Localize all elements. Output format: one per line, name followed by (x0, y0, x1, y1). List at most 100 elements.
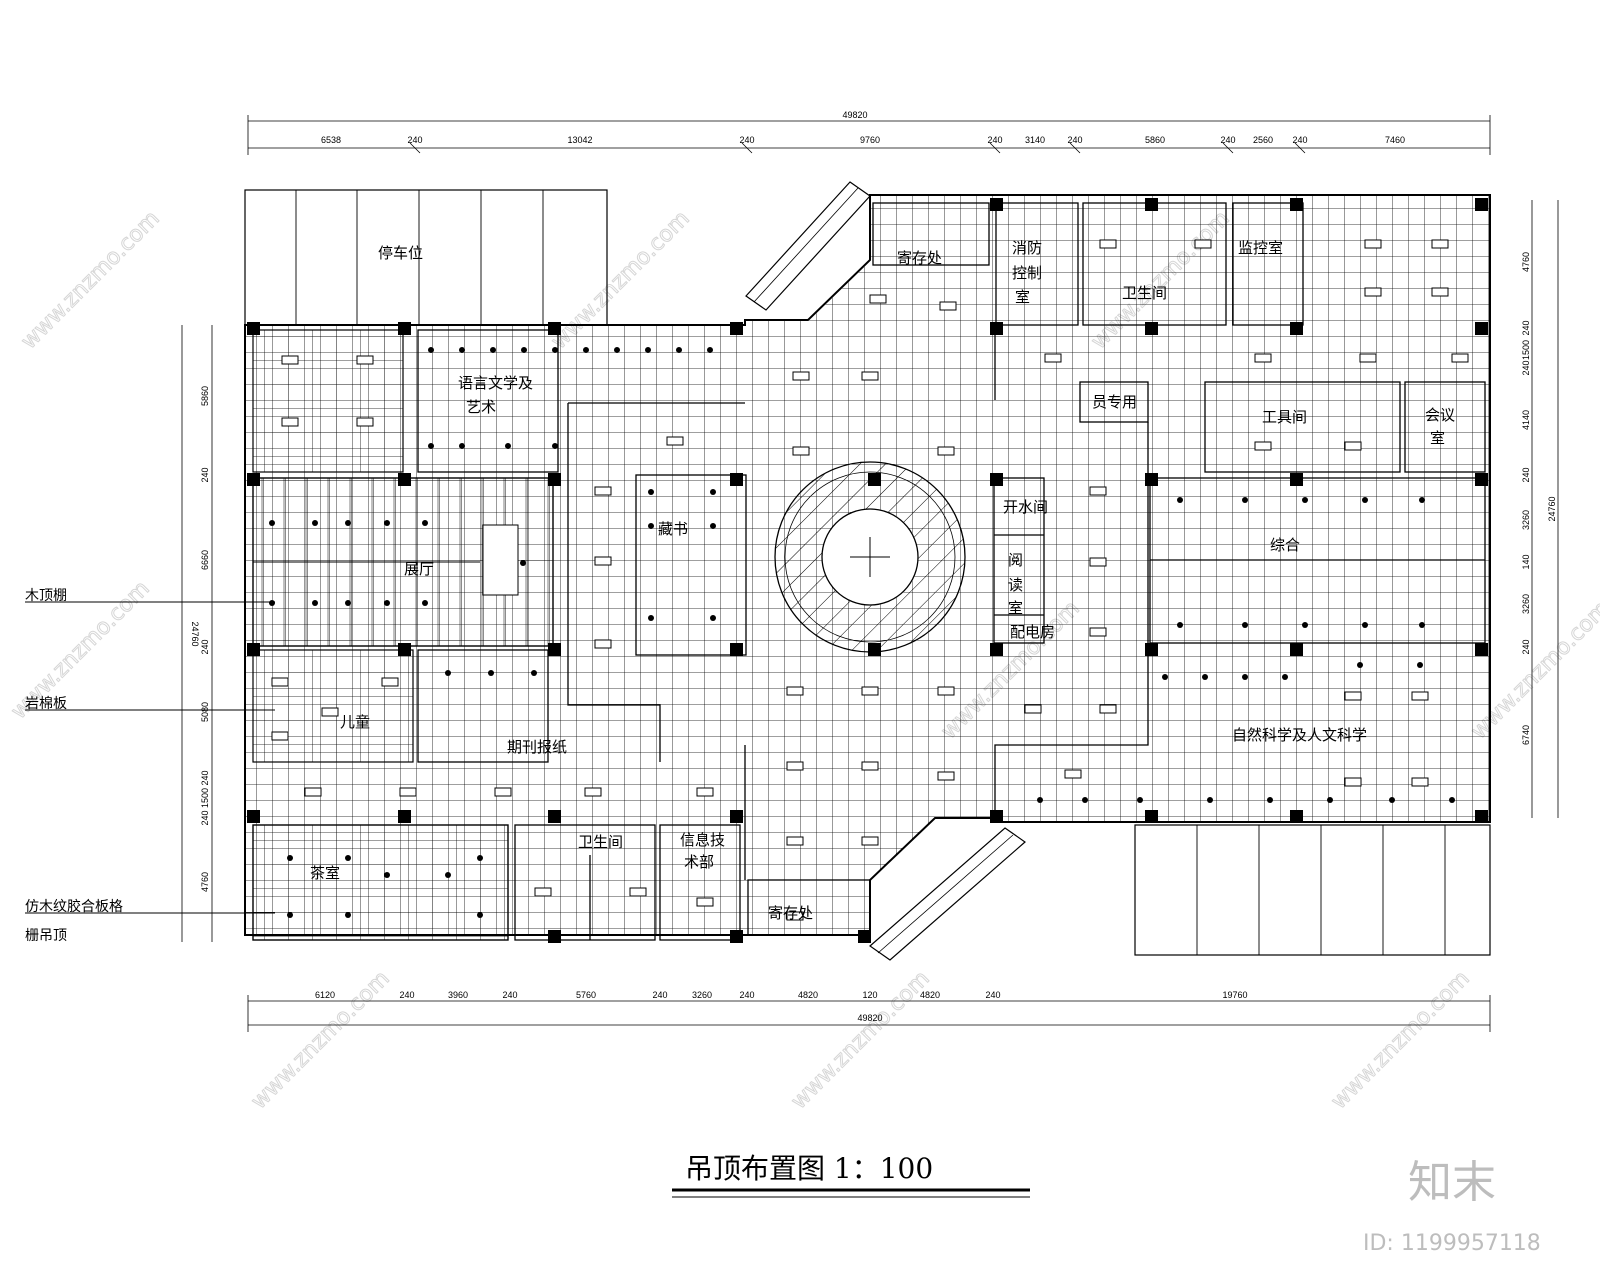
room-reading-line3: 室 (1008, 600, 1023, 617)
dim-label: 5080 (200, 702, 210, 722)
dim-label: 240 (200, 770, 210, 785)
watermark-text: www.znzmo.com (787, 966, 935, 1114)
dim-label: 1500 (1521, 340, 1531, 360)
room-children: 儿童 (340, 713, 370, 731)
room-meeting-line1: 会议 (1425, 407, 1455, 424)
dim-label: 3260 (692, 990, 712, 1000)
left-overall-dimension: 24760 (190, 621, 200, 646)
callout-imitation-wood-line1: 仿木纹胶合板格 (25, 898, 123, 915)
room-meeting-line2: 室 (1430, 430, 1445, 447)
dim-label: 240 (1067, 135, 1082, 145)
dim-label: 19760 (1222, 990, 1247, 1000)
dim-label: 5860 (200, 386, 210, 406)
brand-logo: 知末 (1408, 1157, 1496, 1208)
dim-label: 240 (1521, 467, 1531, 482)
room-language-arts-line1: 语言文学及 (458, 375, 533, 392)
callout-wood-grille: 木顶棚 (25, 588, 67, 604)
room-power: 配电房 (1010, 624, 1055, 641)
dim-label: 4760 (1521, 252, 1531, 272)
dim-label: 13042 (567, 135, 592, 145)
dim-label: 240 (985, 990, 1000, 1000)
room-toilet-bottom: 卫生间 (578, 834, 623, 851)
dim-label: 240 (407, 135, 422, 145)
dim-label: 240 (1220, 135, 1235, 145)
room-fire-control-line3: 室 (1015, 289, 1030, 306)
dim-label: 6538 (321, 135, 341, 145)
dim-label: 240 (652, 990, 667, 1000)
room-storage-bottom: 寄存处 (768, 904, 813, 922)
dim-label: 6120 (315, 990, 335, 1000)
dim-label: 4820 (798, 990, 818, 1000)
watermark-text: www.znzmo.com (17, 206, 165, 354)
drawing-title: 吊顶布置图 1：100 (685, 1152, 933, 1185)
dim-label: 240 (1521, 360, 1531, 375)
bottom-overall-dimension: 49820 (857, 1013, 882, 1023)
dim-label: 140 (1521, 554, 1531, 569)
dim-label: 240 (739, 135, 754, 145)
room-tools: 工具间 (1262, 409, 1307, 426)
top-dimension-chain (247, 115, 1491, 155)
room-labels: 停车位 寄存处 消防 控制 室 卫生间 监控室 语言文学及 艺术 员专用 工具间… (310, 240, 1455, 922)
left-dimension-labels: 5860 240 6660 240 5080 240 1500 240 4760 (200, 386, 210, 892)
dim-label: 9760 (860, 135, 880, 145)
right-overall-dimension: 24760 (1547, 496, 1557, 521)
watermark-text: www.znzmo.com (1327, 966, 1475, 1114)
dim-label: 7460 (1385, 135, 1405, 145)
dim-label: 3960 (448, 990, 468, 1000)
floor-plan (244, 181, 1491, 961)
room-periodicals: 期刊报纸 (507, 739, 567, 756)
room-tea: 茶室 (310, 865, 340, 882)
right-dimension-chain (1531, 200, 1559, 818)
dim-label: 4140 (1521, 410, 1531, 430)
dim-label: 3260 (1521, 510, 1531, 530)
room-hot-water: 开水间 (1003, 499, 1048, 516)
dim-label: 240 (200, 810, 210, 825)
dim-label: 240 (200, 467, 210, 482)
dim-label: 6740 (1521, 725, 1531, 745)
dim-label: 120 (862, 990, 877, 1000)
dim-label: 3260 (1521, 594, 1531, 614)
dim-label: 240 (502, 990, 517, 1000)
room-reading-line2: 读 (1008, 577, 1023, 594)
dim-label: 240 (399, 990, 414, 1000)
room-reading-line1: 阅 (1008, 552, 1023, 569)
room-info-tech-line1: 信息技 (680, 832, 725, 849)
room-parking: 停车位 (378, 245, 423, 262)
dim-label: 5760 (576, 990, 596, 1000)
room-science: 自然科学及人文科学 (1232, 727, 1367, 744)
dim-label: 2560 (1253, 135, 1273, 145)
dim-label: 240 (987, 135, 1002, 145)
top-overall-dimension: 49820 (842, 110, 867, 120)
watermark-text: www.znzmo.com (247, 966, 395, 1114)
callout-mineral-board: 岩棉板 (25, 695, 67, 712)
dim-label: 4820 (920, 990, 940, 1000)
room-exhibition: 展厅 (404, 562, 434, 578)
down-light-fixtures (269, 347, 1455, 918)
dim-label: 240 (1521, 639, 1531, 654)
left-dimension-chain (181, 325, 213, 942)
room-fire-control-line1: 消防 (1012, 240, 1042, 257)
dim-label: 240 (1521, 320, 1531, 335)
material-callouts: 木顶棚 岩棉板 仿木纹胶合板格 栅吊顶 (25, 588, 275, 944)
room-staff: 员专用 (1092, 394, 1137, 411)
room-storage-top: 寄存处 (897, 249, 942, 267)
dim-label: 240 (1292, 135, 1307, 145)
ceiling-light-fixtures (271, 239, 1469, 921)
room-monitor: 监控室 (1238, 240, 1283, 257)
dim-label: 240 (739, 990, 754, 1000)
dim-label: 240 (200, 639, 210, 654)
dim-label: 3140 (1025, 135, 1045, 145)
dim-label: 5860 (1145, 135, 1165, 145)
structural-columns (247, 198, 1488, 943)
dim-label: 4760 (200, 872, 210, 892)
right-dimension-labels: 4760 240 1500 240 4140 240 3260 140 3260… (1521, 252, 1531, 745)
dim-label: 6660 (200, 550, 210, 570)
id-label: ID: 1199957118 (1363, 1231, 1541, 1256)
room-collection: 藏书 (658, 521, 688, 538)
top-dimension-labels: 6538 240 13042 240 9760 240 3140 240 586… (321, 135, 1405, 145)
room-language-arts-line2: 艺术 (466, 399, 496, 416)
room-toilet-top: 卫生间 (1122, 285, 1167, 302)
dim-label: 1500 (200, 788, 210, 808)
bottom-dimension-chain (247, 995, 1491, 1032)
bottom-dimension-labels: 6120 240 3960 240 5760 240 3260 240 4820… (315, 990, 1248, 1000)
